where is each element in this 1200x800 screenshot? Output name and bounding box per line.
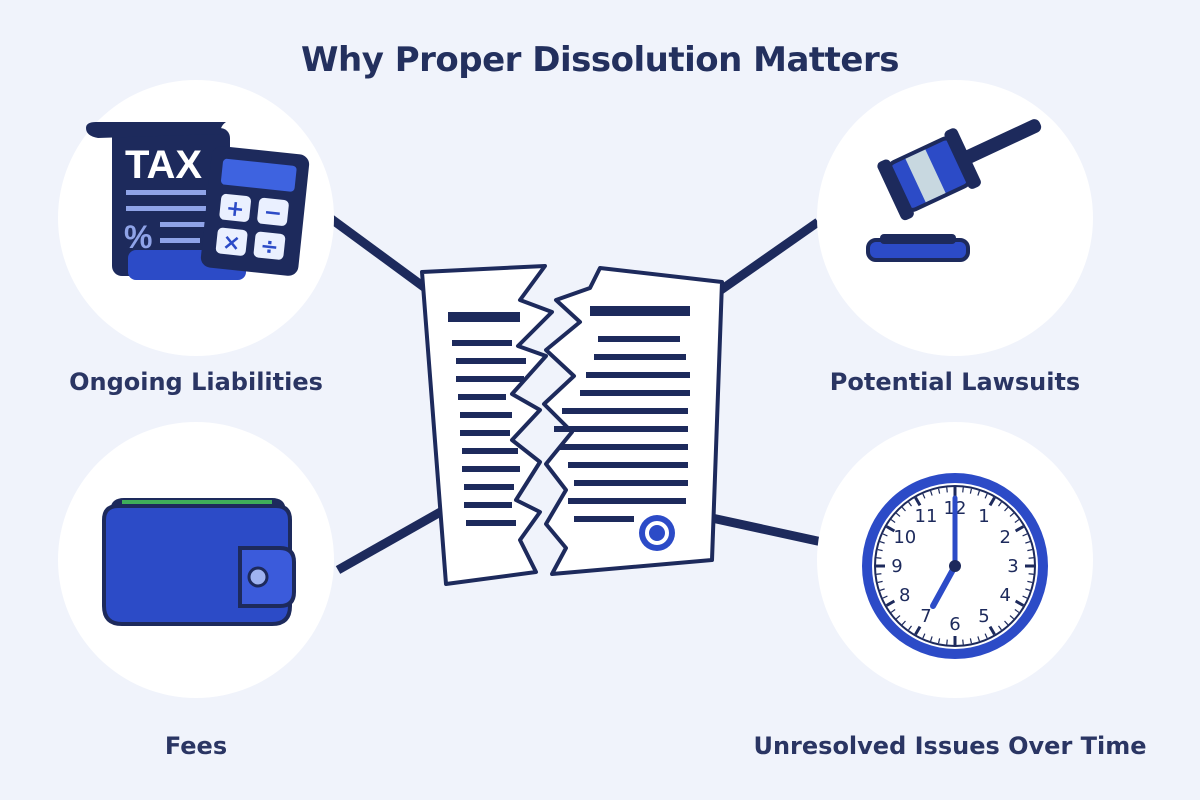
clock-number: 3 xyxy=(1007,556,1018,577)
clock-number: 8 xyxy=(899,585,910,606)
svg-text:+: + xyxy=(225,196,246,223)
circle-potential-lawsuits xyxy=(817,80,1093,356)
clock-icon: 121234567891011 xyxy=(862,473,1048,659)
connector-unresolved-issues xyxy=(697,510,823,547)
label-ongoing-liabilities: Ongoing Liabilities xyxy=(69,368,323,396)
connector-fees xyxy=(335,506,447,574)
clock-number: 5 xyxy=(978,606,989,627)
svg-text:TAX: TAX xyxy=(125,143,202,187)
clock-number: 6 xyxy=(949,614,960,635)
clock-number: 4 xyxy=(1000,585,1011,606)
label-fees: Fees xyxy=(164,732,228,760)
page-title: Why Proper Dissolution Matters xyxy=(301,40,899,80)
clock-number: 1 xyxy=(978,506,989,527)
svg-text:%: % xyxy=(124,219,152,255)
connector-ongoing-liabilities xyxy=(327,214,431,294)
clock-number: 9 xyxy=(891,556,902,577)
clock-number: 7 xyxy=(920,606,931,627)
connector-lines xyxy=(327,214,823,574)
svg-text:÷: ÷ xyxy=(259,234,280,261)
label-unresolved-issues: Unresolved Issues Over Time xyxy=(753,732,1147,760)
label-potential-lawsuits: Potential Lawsuits xyxy=(829,368,1081,396)
svg-text:−: − xyxy=(262,200,283,227)
connector-potential-lawsuits xyxy=(715,218,821,296)
tax-calculator-icon: TAX % + − × ÷ xyxy=(86,122,310,280)
clock-number: 2 xyxy=(1000,527,1011,548)
clock-number: 10 xyxy=(893,527,916,548)
clock-number: 11 xyxy=(915,506,938,527)
gavel-icon xyxy=(866,119,1042,262)
torn-document-icon xyxy=(420,264,724,586)
wallet-icon xyxy=(102,498,296,626)
svg-text:×: × xyxy=(221,230,242,257)
